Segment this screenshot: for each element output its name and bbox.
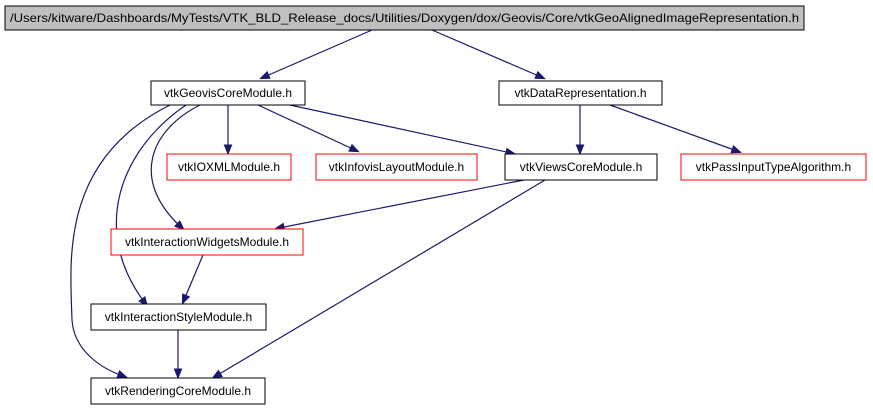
arrowhead-geoviscore-to-interwidgets	[174, 220, 185, 231]
node-label-vtkDataRepresentation: vtkDataRepresentation.h	[514, 86, 646, 100]
node-label-vtkIOXMLModule: vtkIOXMLModule.h	[178, 160, 280, 174]
edge-root-to-datarep	[431, 29, 542, 78]
node-vtkViewsCoreModule[interactable]: vtkViewsCoreModule.h	[504, 153, 658, 181]
node-vtkInteractionStyleModule[interactable]: vtkInteractionStyleModule.h	[90, 303, 267, 331]
node-label-vtkPassInputTypeAlgorithm: vtkPassInputTypeAlgorithm.h	[696, 160, 851, 174]
node-label-vtkInteractionWidgetsModule: vtkInteractionWidgetsModule.h	[125, 235, 289, 249]
arrowhead-geoviscore-to-rendercore	[116, 370, 129, 379]
edge-geoviscore-to-infovislayout	[257, 104, 356, 151]
arrowhead-geoviscore-to-ioxml	[223, 144, 233, 156]
nodes-layer: /Users/kitware/Dashboards/MyTests/VTK_BL…	[4, 5, 867, 405]
edges-layer	[70, 29, 743, 380]
node-label-vtkInfovisLayoutModule: vtkInfovisLayoutModule.h	[329, 160, 464, 174]
arrowhead-root-to-geoviscore	[259, 70, 271, 80]
node-vtkGeovisCoreModule[interactable]: vtkGeovisCoreModule.h	[150, 80, 306, 106]
node-root-file[interactable]: /Users/kitware/Dashboards/MyTests/VTK_BL…	[4, 5, 805, 31]
edge-viewscore-to-rendercore	[215, 179, 546, 377]
node-vtkInfovisLayoutModule[interactable]: vtkInfovisLayoutModule.h	[315, 153, 478, 181]
node-label-root: /Users/kitware/Dashboards/MyTests/VTK_BL…	[10, 11, 799, 25]
node-label-vtkInteractionStyleModule: vtkInteractionStyleModule.h	[105, 310, 252, 324]
edge-geoviscore-to-interwidgets	[150, 104, 201, 228]
arrowhead-interwidgets-to-interstyle	[181, 293, 191, 305]
edge-geoviscore-to-rendercore	[70, 104, 171, 377]
edge-geoviscore-to-viewscore	[289, 104, 512, 154]
node-vtkPassInputTypeAlgorithm[interactable]: vtkPassInputTypeAlgorithm.h	[680, 153, 867, 181]
arrowhead-interstyle-to-rendercore	[173, 368, 183, 380]
edge-interwidgets-to-interstyle	[183, 254, 204, 301]
node-vtkInteractionWidgetsModule[interactable]: vtkInteractionWidgetsModule.h	[110, 228, 304, 256]
arrowhead-datarep-to-viewscore	[575, 144, 585, 156]
arrowhead-geoviscore-to-infovislayout	[348, 143, 360, 153]
node-vtkDataRepresentation[interactable]: vtkDataRepresentation.h	[498, 80, 663, 106]
edge-geoviscore-to-interstyle	[115, 104, 187, 304]
node-label-vtkRenderingCoreModule: vtkRenderingCoreModule.h	[105, 384, 251, 398]
edge-root-to-geoviscore	[263, 29, 373, 78]
node-vtkIOXMLModule[interactable]: vtkIOXMLModule.h	[166, 153, 292, 181]
node-label-vtkViewsCoreModule: vtkViewsCoreModule.h	[520, 160, 643, 174]
arrowhead-root-to-datarep	[534, 70, 546, 80]
node-vtkRenderingCoreModule[interactable]: vtkRenderingCoreModule.h	[90, 377, 266, 405]
node-label-vtkGeovisCoreModule: vtkGeovisCoreModule.h	[164, 86, 292, 100]
arrowhead-datarep-to-passinput	[730, 145, 743, 154]
arrowhead-viewscore-to-rendercore	[211, 369, 223, 379]
edge-viewscore-to-interwidgets	[278, 179, 525, 229]
edge-datarep-to-passinput	[609, 104, 738, 152]
